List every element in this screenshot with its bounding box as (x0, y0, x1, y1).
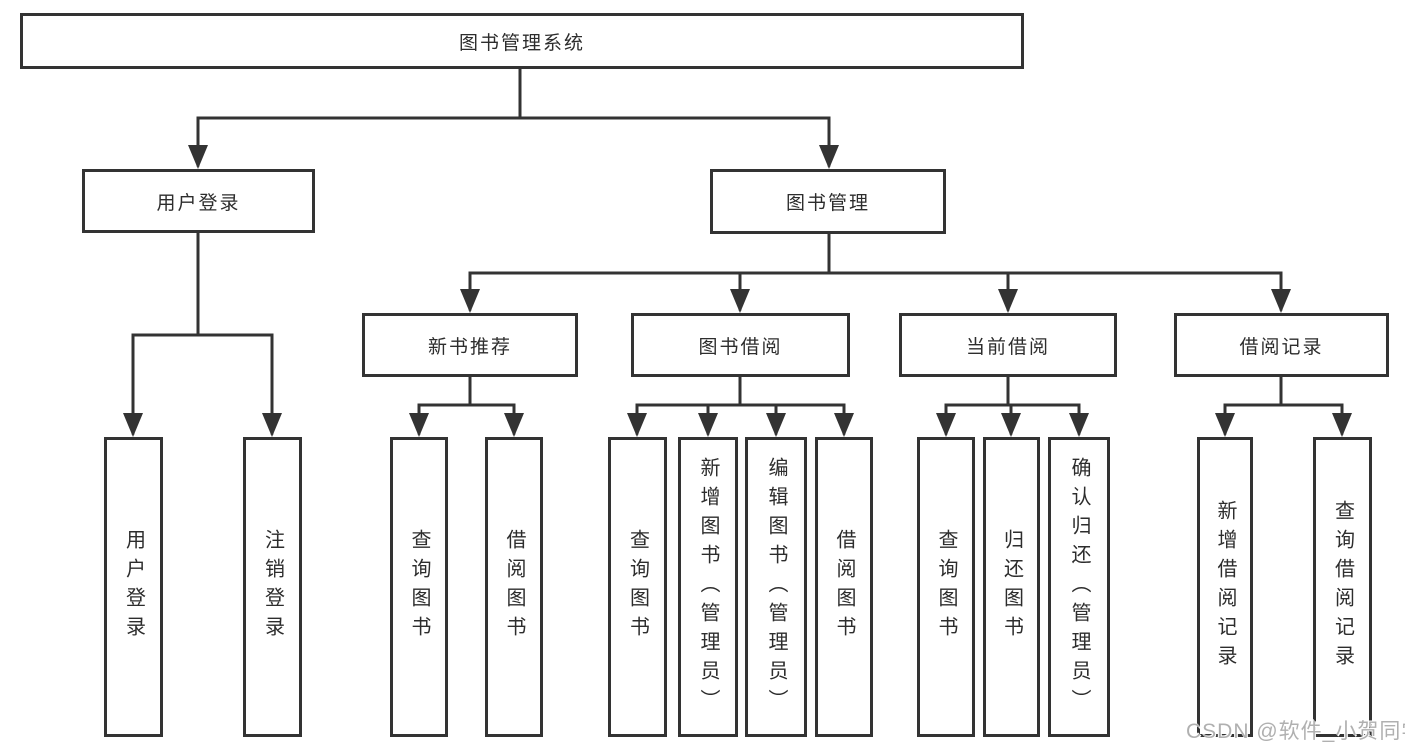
node-user-login-branch: 用户登录 (82, 169, 315, 233)
leaf-borrowing-borrow-books: 借阅图书 (815, 437, 873, 737)
leaf-current-confirm-return-admin: 确认归还（管理员） (1048, 437, 1110, 737)
node-user-login-branch-label: 用户登录 (156, 192, 241, 214)
leaf-borrowing-query-books: 查询图书 (608, 437, 667, 737)
leaf-borrowing-edit-books-admin-label: 编辑图书（管理员） (765, 456, 787, 718)
leaf-recommend-query-books: 查询图书 (390, 437, 448, 737)
node-book-management-branch: 图书管理 (710, 169, 946, 234)
leaf-borrowing-add-books-admin: 新增图书（管理员） (678, 437, 738, 737)
leaf-current-query-books-label: 查询图书 (935, 529, 957, 645)
node-root-library-system: 图书管理系统 (20, 13, 1024, 69)
leaf-records-query-borrow-record: 查询借阅记录 (1313, 437, 1372, 737)
leaf-recommend-query-books-label: 查询图书 (408, 529, 430, 645)
node-book-borrowing: 图书借阅 (631, 313, 850, 377)
leaf-records-add-borrow-record-label: 新增借阅记录 (1214, 500, 1236, 674)
leaf-records-query-borrow-record-label: 查询借阅记录 (1331, 500, 1354, 674)
node-new-book-recommend-label: 新书推荐 (427, 336, 512, 358)
leaf-current-return-books-label: 归还图书 (1000, 529, 1023, 645)
node-current-borrowing-label: 当前借阅 (965, 336, 1050, 358)
leaf-user-login: 用户登录 (104, 437, 163, 737)
csdn-watermark: CSDN @软件_小贺同学 (1186, 720, 1405, 743)
leaf-borrowing-add-books-admin-label: 新增图书（管理员） (697, 456, 719, 718)
leaf-logout-login-label: 注销登录 (261, 529, 284, 645)
node-root-label: 图书管理系统 (458, 32, 585, 54)
leaf-borrowing-borrow-books-label: 借阅图书 (833, 529, 855, 645)
leaf-logout-login: 注销登录 (243, 437, 302, 737)
leaf-user-login-label: 用户登录 (122, 529, 145, 645)
leaf-recommend-borrow-books-label: 借阅图书 (503, 529, 525, 645)
node-borrowing-records-label: 借阅记录 (1239, 336, 1324, 358)
leaf-recommend-borrow-books: 借阅图书 (485, 437, 543, 737)
leaf-borrowing-edit-books-admin: 编辑图书（管理员） (745, 437, 807, 737)
node-book-borrowing-label: 图书借阅 (698, 336, 783, 358)
leaf-records-add-borrow-record: 新增借阅记录 (1197, 437, 1253, 737)
node-new-book-recommend: 新书推荐 (362, 313, 578, 377)
node-borrowing-records: 借阅记录 (1174, 313, 1389, 377)
leaf-current-return-books: 归还图书 (983, 437, 1040, 737)
node-book-management-branch-label: 图书管理 (785, 193, 870, 214)
leaf-current-confirm-return-admin-label: 确认归还（管理员） (1068, 456, 1090, 718)
leaf-borrowing-query-books-label: 查询图书 (626, 529, 649, 645)
node-current-borrowing: 当前借阅 (899, 313, 1117, 377)
leaf-current-query-books: 查询图书 (917, 437, 975, 737)
